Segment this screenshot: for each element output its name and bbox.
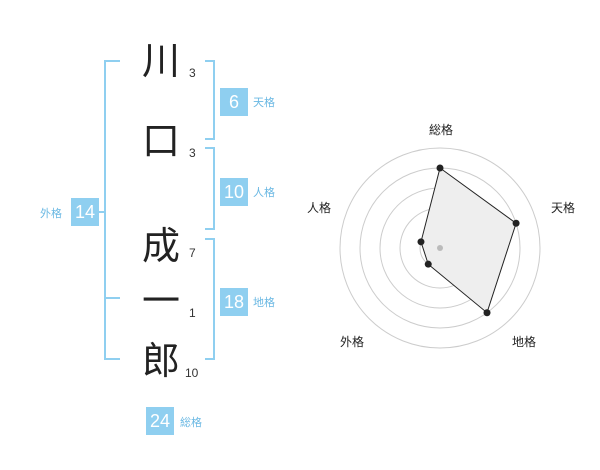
stroke-count-4: 1 <box>189 306 196 320</box>
name-char-5: 郎 <box>141 339 180 383</box>
name-char-1: 川 <box>141 39 180 83</box>
gaikaku-label: 外格 <box>40 207 62 220</box>
jinkaku-bracket-top <box>205 147 215 149</box>
radar-center-dot <box>437 245 443 251</box>
radar-axis-label-tenkaku: 天格 <box>551 200 575 215</box>
tenkaku-bracket-vertical <box>213 60 215 140</box>
radar-axis-label-jinkaku: 人格 <box>307 200 331 215</box>
radar-grid-ring <box>339 147 541 349</box>
name-char-3: 成 <box>141 224 180 268</box>
tenkaku-value-badge: 6 <box>220 88 248 116</box>
radar-point <box>417 238 425 246</box>
jinkaku-value-badge: 10 <box>220 178 248 206</box>
radar-point <box>436 164 444 172</box>
outer-bracket-middle <box>104 297 120 299</box>
radar-data-points <box>417 164 520 317</box>
chikaku-value-badge: 18 <box>220 288 248 316</box>
radar-point <box>512 219 520 227</box>
radar-axis-label-gaikaku: 外格 <box>340 334 364 349</box>
stroke-count-2: 3 <box>189 146 196 160</box>
tenkaku-bracket-top <box>205 60 215 62</box>
jinkaku-label: 人格 <box>253 186 275 199</box>
radar-point <box>483 309 491 317</box>
radar-data-area <box>420 167 517 314</box>
outer-bracket-vertical <box>104 60 106 360</box>
radar-point <box>424 260 432 268</box>
chikaku-bracket-vertical <box>213 238 215 360</box>
radar-axis-label-chikaku: 地格 <box>512 334 536 349</box>
name-char-2: 口 <box>141 119 180 163</box>
chikaku-bracket-top <box>205 238 215 240</box>
stroke-count-3: 7 <box>189 246 196 260</box>
radar-axis-label-soukaku: 総格 <box>429 122 453 137</box>
name-char-4: 一 <box>141 279 180 323</box>
chikaku-bracket-bottom <box>205 358 215 360</box>
chikaku-label: 地格 <box>253 296 275 309</box>
tenkaku-label: 天格 <box>253 96 275 109</box>
outer-bracket-top <box>104 60 120 62</box>
gaikaku-value-badge: 14 <box>71 198 99 226</box>
jinkaku-bracket-bottom <box>205 228 215 230</box>
outer-bracket-bottom <box>104 358 120 360</box>
soukaku-label: 総格 <box>180 416 202 429</box>
jinkaku-bracket-vertical <box>213 147 215 230</box>
outer-bracket-connector <box>98 211 106 213</box>
tenkaku-bracket-bottom <box>205 138 215 140</box>
stroke-count-5: 10 <box>185 366 199 380</box>
soukaku-value-badge: 24 <box>146 407 174 435</box>
stroke-count-1: 3 <box>189 66 196 80</box>
